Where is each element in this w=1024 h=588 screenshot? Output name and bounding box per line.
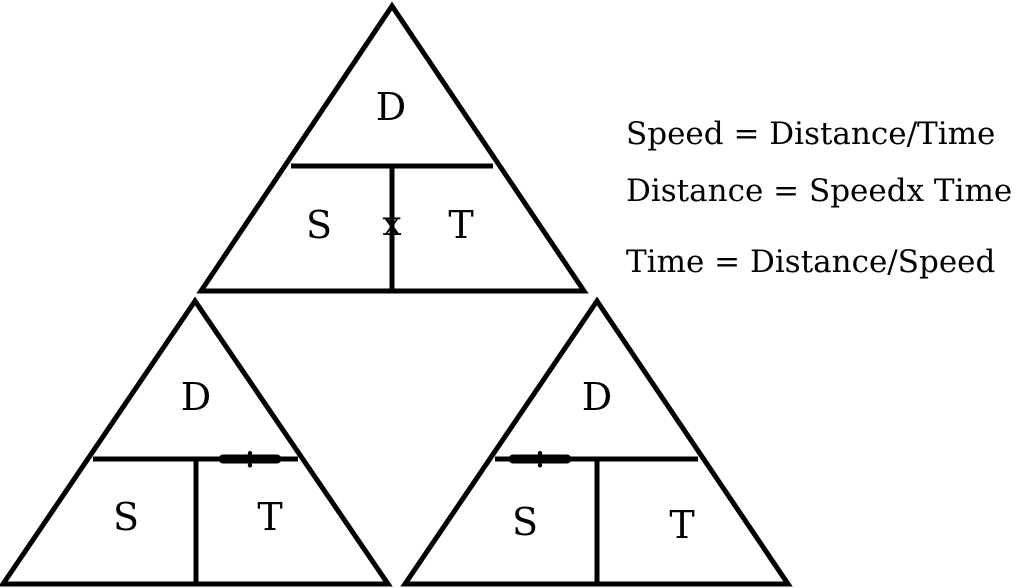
distance-formula: Distance = Speedx Time <box>626 173 1013 209</box>
triangle-top-d-label: D <box>376 85 406 129</box>
triangle-top-t-label: T <box>448 203 473 247</box>
divide-sign-left: ÷ <box>236 439 265 479</box>
triangle-left <box>0 296 393 587</box>
triangle-left-s-label: S <box>113 495 139 539</box>
multiply-sign: x <box>382 204 401 244</box>
triangle-right-d-label: D <box>582 375 612 419</box>
divide-sign-right: ÷ <box>526 439 555 479</box>
triangle-top-s-label: S <box>306 203 332 247</box>
triangle-left-d-label: D <box>181 375 211 419</box>
triangle-left-t-label: T <box>257 495 282 539</box>
time-formula: Time = Distance/Speed <box>626 244 996 280</box>
triangle-right <box>400 296 793 587</box>
triangle-right-s-label: S <box>512 500 538 544</box>
speed-formula: Speed = Distance/Time <box>626 116 996 152</box>
triangle-right-t-label: T <box>669 503 694 547</box>
triangle-top <box>196 1 589 294</box>
